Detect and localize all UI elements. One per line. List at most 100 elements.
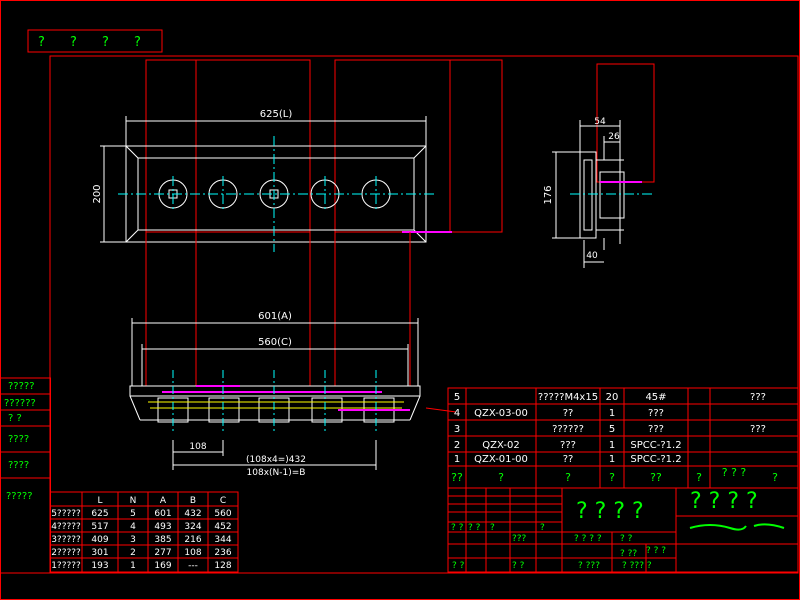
parts-header-cell: ?? xyxy=(451,471,463,484)
size-cell: 5????? xyxy=(51,509,81,519)
size-cell: 324 xyxy=(184,522,201,532)
bottom-dims xyxy=(131,318,419,470)
size-cell: 193 xyxy=(91,561,108,571)
part-note: ??? xyxy=(750,424,766,435)
size-header: B xyxy=(190,496,196,506)
bottom-pitch-n: 108x(N-1)=B xyxy=(247,468,306,478)
side-profile xyxy=(579,150,625,250)
parts-header-cell: ? xyxy=(498,471,504,484)
part-name: ?????? xyxy=(552,424,584,435)
title-glyph: ? ??? xyxy=(578,561,600,571)
bottom-pitch: 108 xyxy=(189,442,206,452)
size-cell: 601 xyxy=(154,509,171,519)
size-cell: 432 xyxy=(184,509,201,519)
front-view: 625(L) 200 xyxy=(92,59,503,252)
size-cell: 4 xyxy=(130,522,136,532)
title-block: ? ? ? ? ??? ? ? ? ? ? ? ? ? ? ? ? ? ??? … xyxy=(447,487,799,573)
bottom-body xyxy=(129,385,421,423)
left-label: ???? xyxy=(8,460,29,471)
part-mat: SPCC-?1.2 xyxy=(630,454,681,465)
parts-header-cell: ? xyxy=(696,471,702,484)
size-cell: 1 xyxy=(130,561,136,571)
bottom-construction xyxy=(145,232,457,413)
part-name: ?? xyxy=(563,408,574,419)
title-glyph: ? ? xyxy=(512,561,525,571)
title-glyph: ? xyxy=(540,523,545,533)
left-label: ? ? xyxy=(8,413,22,424)
size-cell: 3 xyxy=(130,535,136,545)
size-cell: 277 xyxy=(154,548,171,558)
part-code: QZX-02 xyxy=(482,440,519,451)
title-glyph: ? ? ? xyxy=(646,546,666,556)
bottom-pitch-formula: (108x4=)432 xyxy=(246,455,306,465)
title-glyph: ? ? ? ? xyxy=(574,534,602,544)
size-cell: 3????? xyxy=(51,535,81,545)
side-dim-40: 40 xyxy=(586,251,598,261)
side-view: 54 26 176 40 xyxy=(543,63,655,268)
size-header: A xyxy=(160,496,167,506)
side-dims xyxy=(552,120,621,268)
bottom-dim-c: 560(C) xyxy=(258,337,292,348)
part-qty: 1 xyxy=(609,440,615,451)
parts-header-cell: ? ? ? xyxy=(722,466,747,479)
part-mat: 45# xyxy=(645,392,666,403)
part-qty: 5 xyxy=(609,424,615,435)
part-no: 4 xyxy=(454,408,460,419)
left-label: ????? xyxy=(6,491,33,502)
corner-glyph: ? xyxy=(102,35,109,50)
part-no: 1 xyxy=(454,454,460,465)
size-cell: 409 xyxy=(91,535,108,545)
part-no: 2 xyxy=(454,440,460,451)
title-glyph: ? ?? xyxy=(620,549,637,559)
size-cell: 493 xyxy=(154,522,171,532)
bottom-dim-a: 601(A) xyxy=(258,311,292,322)
size-cell: 2????? xyxy=(51,548,81,558)
part-mat: ??? xyxy=(648,408,664,419)
front-width-dim xyxy=(125,116,427,146)
front-axis-lines xyxy=(118,136,434,252)
size-cell: 2 xyxy=(130,548,136,558)
size-cell: --- xyxy=(188,561,198,571)
size-cell: 108 xyxy=(184,548,201,558)
part-qty: 20 xyxy=(606,392,619,403)
corner-glyph: ? xyxy=(134,35,141,50)
part-no: 5 xyxy=(454,392,460,403)
size-header: L xyxy=(97,496,102,506)
part-no: 3 xyxy=(454,424,460,435)
size-cell: 301 xyxy=(91,548,108,558)
parts-table: 5 ?????M4x15 20 45# ??? 4 QZX-03-00 ?? 1… xyxy=(447,387,799,489)
size-table: L N A B C 5????? 625 5 601 432 560 4????… xyxy=(49,491,239,573)
part-code: QZX-03-00 xyxy=(474,408,528,419)
size-cell: 128 xyxy=(214,561,231,571)
corner-glyph: ? xyxy=(70,35,77,50)
title-glyph: ? ? xyxy=(452,561,465,571)
part-mat: ??? xyxy=(648,424,664,435)
size-cell: 625 xyxy=(91,509,108,519)
title-glyph: ? ??? ? xyxy=(622,561,652,571)
bottom-highlights xyxy=(162,385,410,411)
size-cell: 5 xyxy=(130,509,136,519)
title-glyph: ??? xyxy=(512,534,527,544)
side-dim-26: 26 xyxy=(608,132,620,142)
size-cell: 452 xyxy=(214,522,231,532)
size-cell: 236 xyxy=(214,548,231,558)
parts-header-cell: ? xyxy=(565,471,571,484)
corner-glyph-box: ? ? ? ? xyxy=(38,35,141,50)
title-glyph: ? ? xyxy=(451,523,464,533)
size-cell: 560 xyxy=(214,509,231,519)
bottom-view: 601(A) 560(C) 108 (108x4=)432 108x(N-1)=… xyxy=(129,232,457,478)
front-width-label: 625(L) xyxy=(260,109,293,120)
left-label: ?????? xyxy=(4,398,36,409)
title-glyph: ? xyxy=(490,523,495,533)
part-mat: SPCC-?1.2 xyxy=(630,440,681,451)
title-glyph: ? ? xyxy=(468,523,481,533)
part-qty: 1 xyxy=(609,454,615,465)
size-cell: 169 xyxy=(154,561,171,571)
title-signature-strokes xyxy=(689,523,785,531)
part-name: ?????M4x15 xyxy=(538,392,598,403)
part-qty: 1 xyxy=(609,408,615,419)
size-cell: 517 xyxy=(91,522,108,532)
corner-glyph: ? xyxy=(38,35,45,50)
